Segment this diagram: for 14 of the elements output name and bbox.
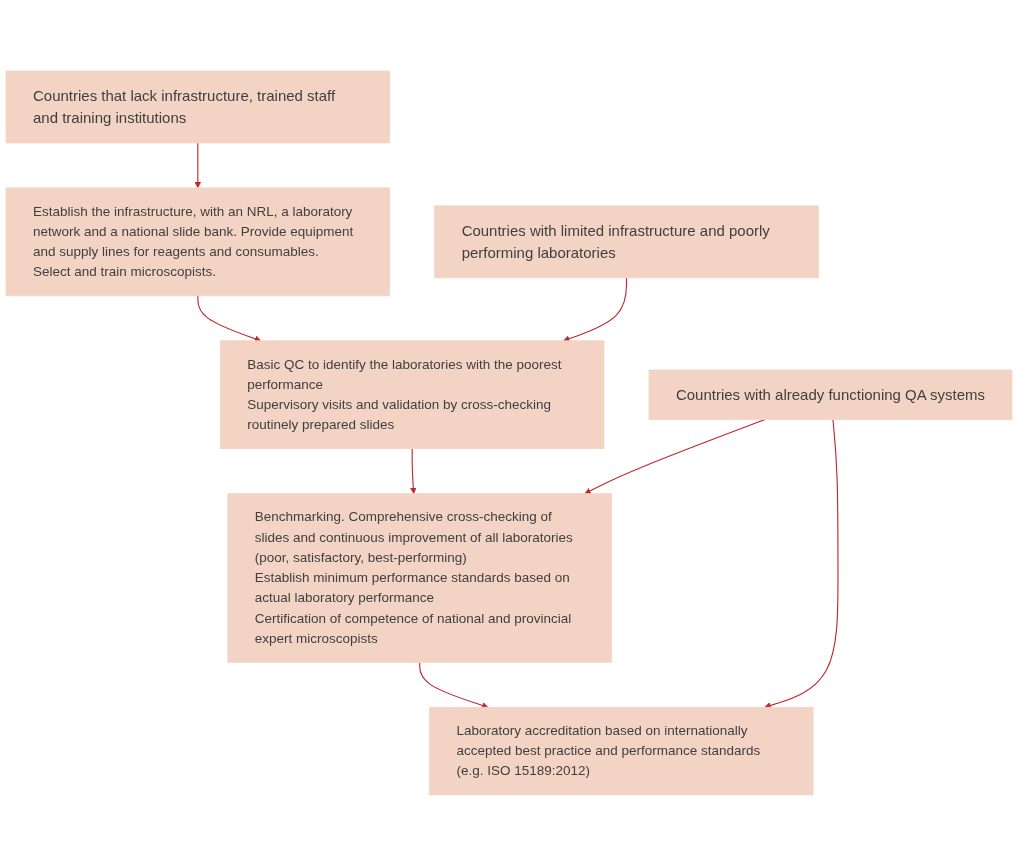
node-box: Laboratory accreditation based on internationally accepted best practice and performance standards (e.g. ISO 15189:2012) xyxy=(429,706,814,796)
arrow xyxy=(419,661,489,709)
arrow xyxy=(197,295,262,342)
node-box: Countries that lack infrastructure, trained staff and training institutions xyxy=(5,70,391,144)
node-box: Countries with already functioning QA systems xyxy=(648,369,1013,420)
arrow xyxy=(584,418,766,494)
node-box: Benchmarking. Comprehensive cross-checking of slides and continuous improvement of all laboratories (poor, satisfactory, best-performing) Establish minimum performance standards based on actual laboratory performance Certification of competence of national and provincial expert microscopists xyxy=(227,493,612,663)
arrow xyxy=(410,448,417,494)
arrow xyxy=(563,277,628,342)
node-box: Establish the infrastructure, with an NRL, a laboratory network and a national slide bank. Provide equipment and supply lines for reagents and consumables. Select and train microscopists. xyxy=(5,187,391,297)
node-box: Basic QC to identify the laboratories with the poorest performance Supervisory visits and validation by cross-checking routinely prepared slides xyxy=(219,340,605,450)
arrow xyxy=(764,418,839,709)
node-box: Countries with limited infrastructure and poorly performing laboratories xyxy=(434,205,819,279)
arrow xyxy=(194,142,202,189)
